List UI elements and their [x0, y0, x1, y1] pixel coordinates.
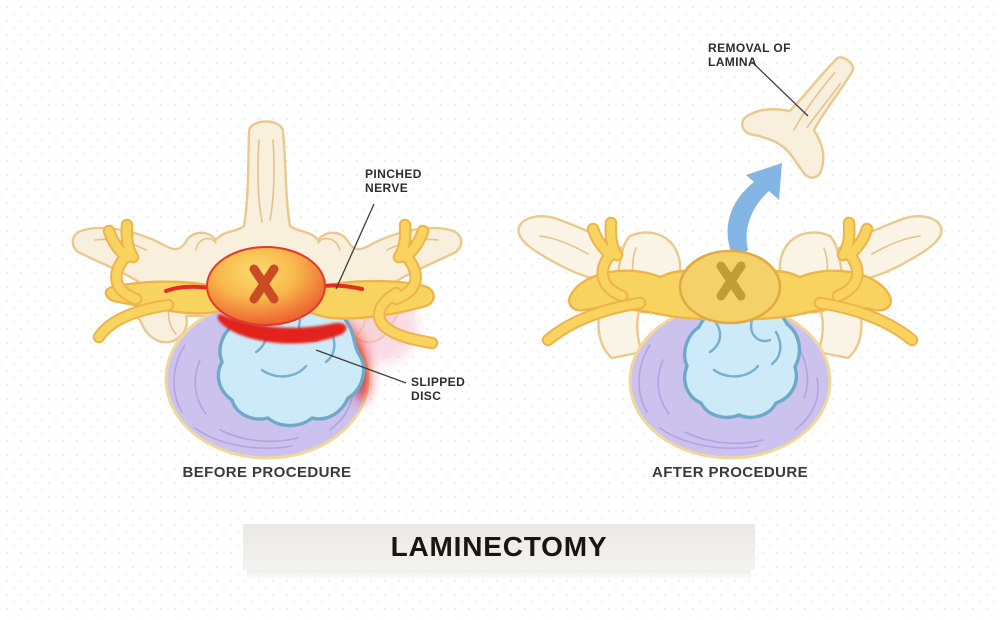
pinched-nerve-label-line2: NERVE — [365, 181, 409, 195]
gray-matter-x — [716, 261, 746, 301]
nerve-branches — [541, 216, 919, 347]
after-procedure-caption: AFTER PROCEDURE — [651, 464, 809, 481]
before-vertebra-figure — [71, 120, 463, 460]
gray-matter-x — [249, 264, 279, 304]
diagram-title: LAMINECTOMY — [390, 531, 608, 562]
after-vertebra-figure — [517, 56, 943, 460]
spinal-cord-healthy — [678, 249, 782, 325]
slipped-disc-label-line1: SLIPPED — [411, 375, 466, 389]
spinal-cord-inflamed — [206, 246, 326, 326]
removal-of-lamina-pointer — [751, 61, 809, 117]
pinched-nerve-label: PINCHED NERVE — [365, 167, 422, 195]
slipped-disc-label: SLIPPED DISC — [411, 375, 465, 403]
cord-compression — [217, 314, 347, 344]
pinched-nerve-label-line1: PINCHED — [365, 167, 422, 181]
removal-arrow — [727, 163, 782, 255]
removal-of-lamina-label-line1: REMOVAL OF — [708, 41, 791, 55]
removed-lamina-piece — [741, 56, 855, 179]
slipped-disc-label-line2: DISC — [411, 389, 442, 403]
nerve-branches — [92, 218, 439, 350]
disc-rings — [638, 344, 819, 450]
removal-of-lamina-label: REMOVAL OF LAMINA — [708, 41, 791, 69]
before-procedure-caption: BEFORE PROCEDURE — [182, 464, 352, 481]
pinched-nerve-pointer — [335, 203, 375, 290]
title-bar: LAMINECTOMY — [243, 524, 755, 580]
removal-of-lamina-label-line2: LAMINA — [708, 55, 758, 69]
disc-nucleus — [682, 296, 802, 420]
slipped-disc-pointer — [315, 349, 407, 384]
